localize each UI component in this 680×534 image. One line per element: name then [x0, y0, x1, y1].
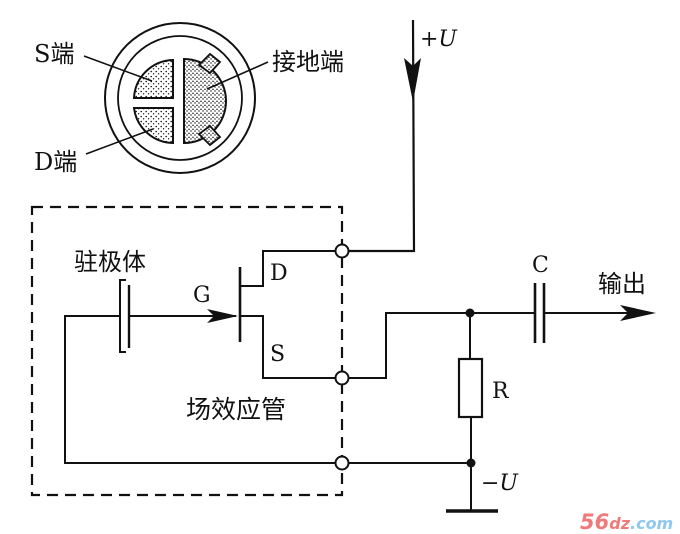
- electret-label: 驻极体: [74, 248, 146, 276]
- drain-terminal: [334, 243, 350, 259]
- watermark: 56dz.com: [580, 510, 673, 534]
- supply-arrow-icon: [404, 58, 421, 102]
- drain-leader: [85, 128, 154, 155]
- output-arrow-icon: [620, 305, 656, 321]
- source-pin-label: S端: [34, 40, 74, 68]
- watermark-part1: 56: [580, 510, 609, 534]
- gate-label: G: [193, 283, 211, 308]
- outer-ring: [104, 22, 256, 174]
- source-pad: [132, 58, 174, 99]
- ground-tab-top: [197, 52, 222, 75]
- fet-drain-lead: [240, 250, 336, 287]
- fet-source-lead: [240, 315, 336, 379]
- drain-pin-label: D端: [34, 148, 77, 176]
- watermark-part2: dz: [609, 514, 630, 533]
- ground-tab-bottom: [197, 124, 222, 147]
- source-label: S: [270, 342, 285, 367]
- output-label: 输出: [598, 270, 646, 298]
- drain-label: D: [270, 261, 288, 286]
- source-leader: [83, 55, 153, 82]
- supply-positive-label: +U: [420, 27, 458, 52]
- gate-arrow-icon: [207, 309, 238, 323]
- electret-capacitor: [119, 279, 131, 353]
- inner-ring: [117, 35, 243, 161]
- electret-return-wire: [64, 315, 336, 464]
- pinout-view: S端 D端 接地端: [34, 22, 344, 176]
- microphone-enclosure: [30, 205, 344, 497]
- supply-negative-label: −U: [481, 471, 519, 496]
- ground-leader: [206, 61, 269, 90]
- fet-label: 场效应管: [186, 395, 286, 424]
- supply-wire: [348, 19, 416, 253]
- resistor-label: R: [492, 379, 510, 404]
- ground-pin-label: 接地端: [272, 48, 344, 76]
- watermark-part3: .com: [630, 514, 673, 533]
- source-output-wire: [348, 312, 470, 379]
- source-terminal: [334, 370, 350, 386]
- resistor: [457, 357, 484, 419]
- ground-terminal: [334, 455, 350, 471]
- drain-pad: [132, 107, 174, 145]
- capacitor-label: C: [532, 253, 549, 278]
